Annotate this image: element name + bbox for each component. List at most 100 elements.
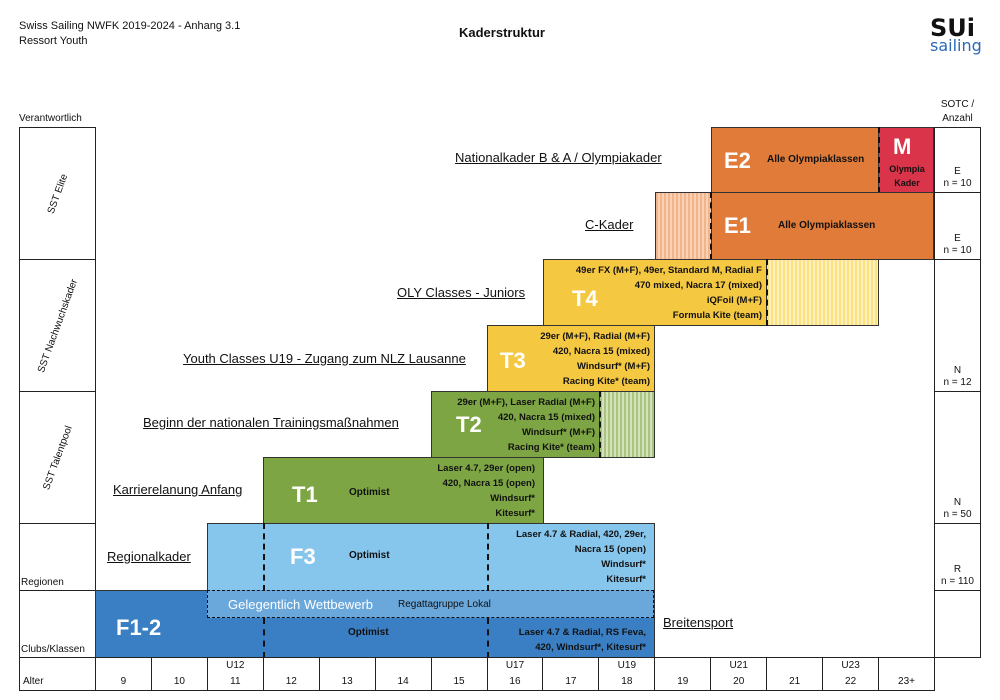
level-t3-block: T3 29er (M+F), Radial (M+F) 420, Nacra 1…: [487, 325, 655, 392]
level-e1-hatch: [655, 192, 712, 260]
level-m-block: M Olympia Kader: [878, 127, 934, 193]
level-classes: Alle Olympiaklassen: [767, 154, 865, 165]
class-line: Windsurf* (M+F): [521, 427, 595, 438]
level-t2-block: T2 29er (M+F), Laser Radial (M+F) 420, N…: [431, 391, 600, 458]
age-cell: 23+: [878, 657, 935, 691]
age-cell: 21: [766, 657, 824, 691]
dashed-divider: [487, 523, 489, 591]
age-value: 11: [230, 676, 241, 687]
age-group-label: U19: [617, 660, 637, 671]
class-line: iQFoil (M+F): [706, 295, 762, 306]
age-value: 12: [285, 676, 297, 687]
level-main-class: Optimist: [348, 627, 389, 638]
level-e2-label: Nationalkader B & A / Olympiakader: [455, 150, 662, 165]
age-value: 23+: [898, 676, 915, 687]
age-value: 20: [733, 676, 745, 687]
dashed-divider: [766, 259, 768, 326]
level-t2-hatch: [599, 391, 655, 458]
level-f3-label: Regionalkader: [107, 549, 191, 564]
level-t4-hatch: [766, 259, 879, 326]
right-cell-code: E: [954, 233, 961, 244]
age-cell: 13: [318, 657, 376, 691]
class-line: 420, Nacra 15 (mixed): [497, 412, 595, 423]
age-cell: 17: [542, 657, 600, 691]
class-line: Windsurf* (M+F): [576, 361, 650, 372]
class-line: 29er (M+F), Laser Radial (M+F): [457, 397, 595, 408]
level-m-line1: Olympia: [889, 164, 925, 174]
lane-clubs-klassen: Clubs/Klassen: [19, 590, 96, 658]
dashed-divider: [878, 127, 880, 193]
age-value: 9: [120, 676, 127, 687]
level-e1-label: C-Kader: [585, 217, 634, 232]
dashed-divider: [263, 618, 265, 658]
age-group-label: U23: [841, 660, 860, 671]
lane-label: Regionen: [21, 577, 64, 588]
right-cell-count: n = 110: [941, 576, 974, 587]
age-cell: 19: [654, 657, 712, 691]
age-cell: 10: [150, 657, 208, 691]
age-cell: 12: [262, 657, 320, 691]
right-cell-code: N: [953, 497, 962, 508]
class-line: 49er FX (M+F), 49er, Standard M, Radial …: [575, 265, 762, 276]
right-cell-code: R: [953, 564, 962, 575]
level-code: F1-2: [116, 615, 162, 640]
right-cell-clubs: [934, 590, 981, 658]
level-code: T3: [500, 348, 526, 373]
age-value: 14: [397, 676, 409, 687]
right-cell-code: E: [954, 166, 961, 177]
class-line: Racing Kite* (team): [562, 376, 650, 387]
level-code: F3: [290, 544, 316, 569]
level-e2-block: E2 Alle Olympiaklassen: [711, 127, 879, 193]
class-line: 420, Windsurf*, Kitesurf*: [535, 642, 646, 653]
age-value: 21: [789, 676, 801, 687]
level-code: T4: [572, 286, 598, 311]
dashed-divider: [710, 192, 712, 260]
lane-sst-elite: SST Elite: [19, 127, 96, 260]
class-line: Laser 4.7 & Radial, RS Feva,: [518, 627, 646, 638]
age-cell: 14: [374, 657, 432, 691]
lane-label: SST Nachwuchskader: [35, 277, 80, 374]
level-t1-block: T1 Optimist Laser 4.7, 29er (open) 420, …: [263, 457, 544, 524]
class-line: Racing Kite* (team): [507, 442, 595, 453]
level-classes: Laser 4.7, 29er (open) 420, Nacra 15 (op…: [437, 461, 535, 521]
class-line: Kitesurf*: [606, 574, 646, 585]
level-classes: Alle Olympiaklassen: [778, 220, 876, 231]
age-group-label: U21: [729, 660, 748, 671]
class-line: Windsurf*: [601, 559, 646, 570]
age-value: 10: [173, 676, 185, 687]
level-code: M: [893, 134, 912, 159]
class-line: 29er (M+F), Radial (M+F): [540, 331, 650, 342]
axis-label-cell: Alter: [19, 657, 96, 691]
right-cell-code: N: [953, 365, 962, 376]
left-column-header: Verantwortlich: [19, 113, 82, 124]
axis-label: Alter: [23, 676, 44, 687]
lane-label: SST Talentpool: [40, 423, 75, 492]
class-line: Kitesurf*: [495, 508, 535, 519]
class-line: Windsurf*: [490, 493, 535, 504]
sui-sailing-logo: SUi sailing: [930, 14, 990, 55]
right-column-header: SOTC / Anzahl: [934, 98, 981, 126]
doc-reference: Swiss Sailing NWFK 2019-2024 - Anhang 3.…: [19, 20, 241, 32]
age-value: 19: [677, 676, 689, 687]
class-line: Nacra 15 (open): [574, 544, 646, 555]
level-code: T2: [456, 412, 482, 437]
class-line: Formula Kite (team): [672, 310, 762, 321]
logo-main: SUi: [930, 14, 975, 42]
competition-band: Gelegentlich Wettbewerb Regattagruppe Lo…: [207, 590, 654, 618]
level-classes: 29er (M+F), Radial (M+F) 420, Nacra 15 (…: [540, 329, 650, 389]
class-line: 470 mixed, Nacra 17 (mixed): [634, 280, 762, 291]
class-line: 420, Nacra 15 (open): [442, 478, 535, 489]
age-value: 16: [509, 676, 521, 687]
level-t4-block: T4 49er FX (M+F), 49er, Standard M, Radi…: [543, 259, 767, 326]
right-header-line2: Anzahl: [942, 113, 973, 124]
age-value: 17: [565, 676, 577, 687]
age-value: 15: [453, 676, 465, 687]
level-classes: Laser 4.7 & Radial, RS Feva, 420, Windsu…: [519, 625, 646, 655]
level-classes: 29er (M+F), Laser Radial (M+F) 420, Nacr…: [457, 395, 595, 455]
